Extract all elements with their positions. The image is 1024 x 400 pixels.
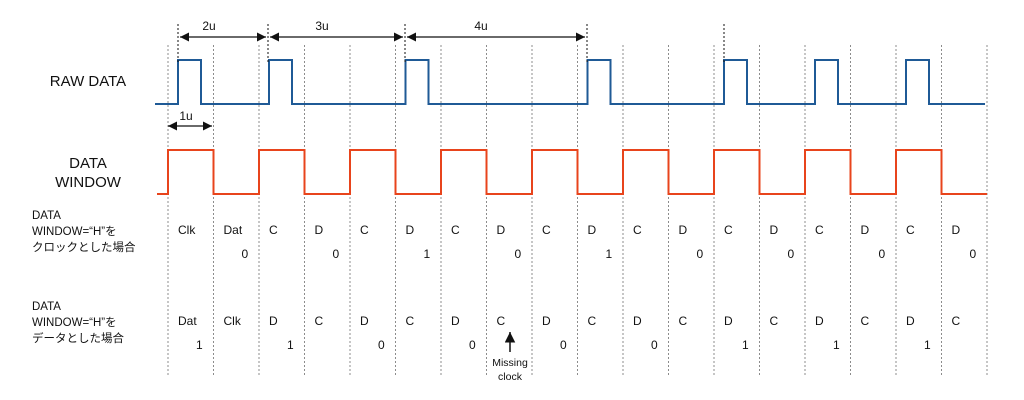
data-case-slot-name: D xyxy=(542,314,551,328)
data-case-slot-name: C xyxy=(679,314,688,328)
data-case-slot-name: C xyxy=(952,314,961,328)
data-case-slot-name: C xyxy=(406,314,415,328)
measure-label-4u: 4u xyxy=(474,19,487,33)
data-case-slot-name: C xyxy=(588,314,597,328)
clock-case-slot-name: C xyxy=(451,223,460,237)
data-case-slot-name: C xyxy=(497,314,506,328)
clock-case-slot-name: C xyxy=(360,223,369,237)
data-case-slot-name: D xyxy=(633,314,642,328)
clock-case-label-line3: クロックとした場合 xyxy=(32,240,136,254)
clock-case-slot-name: Dat xyxy=(224,223,243,237)
clock-case-slot-bit: 0 xyxy=(788,247,795,261)
data-case-slot-name: Dat xyxy=(178,314,197,328)
measure-label-3u: 3u xyxy=(315,19,328,33)
clock-case-slot-bit: 0 xyxy=(515,247,522,261)
clock-case-slot-bit: 0 xyxy=(970,247,977,261)
data-case-slot-name: C xyxy=(770,314,779,328)
data-case-slot-name: C xyxy=(315,314,324,328)
data-case-slot-bit: 0 xyxy=(469,338,476,352)
data-case-slot-name: D xyxy=(360,314,369,328)
clock-case-slot-bit: 1 xyxy=(606,247,613,261)
clock-case-slot-name: C xyxy=(906,223,915,237)
measure-label-1u: 1u xyxy=(179,109,192,123)
data-window-label-line2: WINDOW xyxy=(55,174,122,191)
data-case-slot-name: D xyxy=(269,314,278,328)
data-case-label-line1: DATA xyxy=(32,301,61,313)
clock-case-slot-name: D xyxy=(952,223,961,237)
clock-case-slot-name: D xyxy=(861,223,870,237)
data-case-slot-name: D xyxy=(815,314,824,328)
clock-case-label-line1: DATA xyxy=(32,210,61,222)
missing-clock-label-line2: clock xyxy=(498,371,523,383)
missing-clock-label-line1: Missing xyxy=(492,357,528,369)
clock-case-slot-bit: 0 xyxy=(879,247,886,261)
measure-label-2u: 2u xyxy=(202,19,215,33)
data-case-slot-bit: 1 xyxy=(287,338,294,352)
clock-case-slot-bit: 0 xyxy=(333,247,340,261)
data-case-slot-bit: 0 xyxy=(651,338,658,352)
clock-case-slot-name: Clk xyxy=(178,223,196,237)
data-case-slot-name: C xyxy=(861,314,870,328)
clock-case-slot-bit: 1 xyxy=(424,247,431,261)
data-case-slot-name: D xyxy=(906,314,915,328)
raw-data-label: RAW DATA xyxy=(50,73,126,90)
data-case-slot-bit: 1 xyxy=(196,338,203,352)
data-case-slot-bit: 1 xyxy=(924,338,931,352)
clock-case-slot-bit: 0 xyxy=(697,247,704,261)
clock-case-slot-bit: 0 xyxy=(242,247,249,261)
clock-case-slot-name: D xyxy=(406,223,415,237)
data-case-label-line2: WINDOW=“H”を xyxy=(32,316,117,329)
clock-case-slot-name: C xyxy=(542,223,551,237)
data-case-slot-bit: 0 xyxy=(378,338,385,352)
data-window-waveform xyxy=(157,149,987,195)
slot-dividers xyxy=(167,45,988,376)
clock-case-label-line2: WINDOW=“H”を xyxy=(32,225,117,238)
clock-case-slot-name: D xyxy=(497,223,506,237)
clock-case-slot-name: D xyxy=(679,223,688,237)
clock-case-slot-name: C xyxy=(724,223,733,237)
data-case-slot-bit: 0 xyxy=(560,338,567,352)
data-window-label-line1: DATA xyxy=(69,155,107,172)
clock-case-slot-name: D xyxy=(770,223,779,237)
data-case-label-line3: データとした場合 xyxy=(32,331,124,345)
clock-case-slot-name: C xyxy=(633,223,642,237)
data-case-slot-name: D xyxy=(724,314,733,328)
data-case-slot-name: Clk xyxy=(224,314,242,328)
data-case-slot-bit: 1 xyxy=(742,338,749,352)
clock-case-slot-name: D xyxy=(315,223,324,237)
clock-case-slot-name: C xyxy=(269,223,278,237)
data-case-slot-bit: 1 xyxy=(833,338,840,352)
clock-case-slot-name: D xyxy=(588,223,597,237)
clock-case-slot-name: C xyxy=(815,223,824,237)
data-case-slot-name: D xyxy=(451,314,460,328)
raw-data-waveform xyxy=(155,59,985,105)
